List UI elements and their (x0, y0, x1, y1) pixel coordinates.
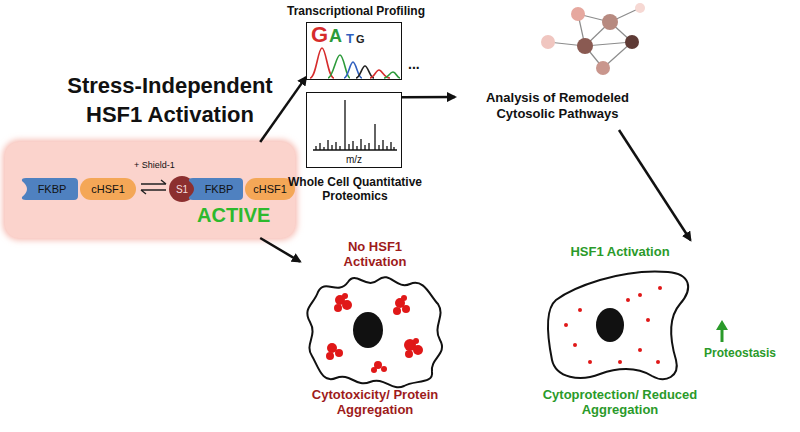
axis-label: m/z (307, 154, 401, 165)
section-title: Stress-Independent HSF1 Activation (60, 72, 280, 129)
hsf1-domain: cHSF1 (80, 178, 136, 200)
flow-arrow (402, 96, 455, 99)
outcome-caption: Cytoprotection/ Reduced Aggregation (540, 388, 700, 418)
mass-spectrum (313, 100, 397, 150)
flow-arrow (619, 130, 690, 240)
ligand-note: + Shield-1 (134, 160, 175, 170)
method-heading: Transcriptional Profiling (287, 4, 423, 18)
flow-arrow (260, 238, 300, 262)
condition-heading: HSF1 Activation (540, 244, 700, 259)
stressed-cell-panel: No HSF1 ActivationCytotoxicity/ Protein … (300, 240, 450, 420)
proteomics-box: Whole Cell Quantitative Proteomicsm/z (306, 92, 402, 168)
domain-label: FKBP (20, 178, 78, 200)
outcome-caption: Cytotoxicity/ Protein Aggregation (300, 388, 450, 418)
fkbp-domain: FKBP (187, 178, 243, 200)
construct-panel: ACTIVEFKBPcHSF1S1FKBPcHSF1 (5, 142, 295, 238)
domain-label: cHSF1 (245, 178, 295, 200)
pathway-analysis: Analysis of Remodeled Cytosolic Pathways (455, 86, 660, 130)
base-letter: A (329, 26, 342, 47)
fkbp-domain: FKBP (20, 178, 78, 200)
hsf1-domain: cHSF1 (245, 178, 295, 200)
state-label: ACTIVE (197, 204, 270, 227)
panel-glow (3, 140, 297, 240)
method-heading: Whole Cell Quantitative Proteomics (285, 175, 425, 204)
analysis-heading: Analysis of Remodeled Cytosolic Pathways (455, 90, 660, 121)
panel-fill (5, 142, 295, 238)
protected-cell (548, 271, 688, 379)
domain-label: FKBP (187, 178, 243, 200)
equilibrium-arrows (141, 180, 166, 194)
condition-heading: No HSF1 Activation (335, 240, 415, 270)
stressed-cell (307, 277, 442, 387)
ellipsis: ... (408, 56, 420, 72)
effect-label: Proteostasis (704, 346, 776, 360)
protected-cell-panel: HSF1 ActivationCytoprotection/ Reduced A… (540, 240, 700, 420)
base-letter: T (346, 31, 354, 46)
domain-label: cHSF1 (80, 178, 136, 200)
base-letter: G (311, 22, 328, 48)
chromatogram (310, 48, 400, 78)
increase-arrow (716, 320, 728, 342)
network-graph (541, 3, 645, 75)
base-letter: G (356, 33, 365, 45)
